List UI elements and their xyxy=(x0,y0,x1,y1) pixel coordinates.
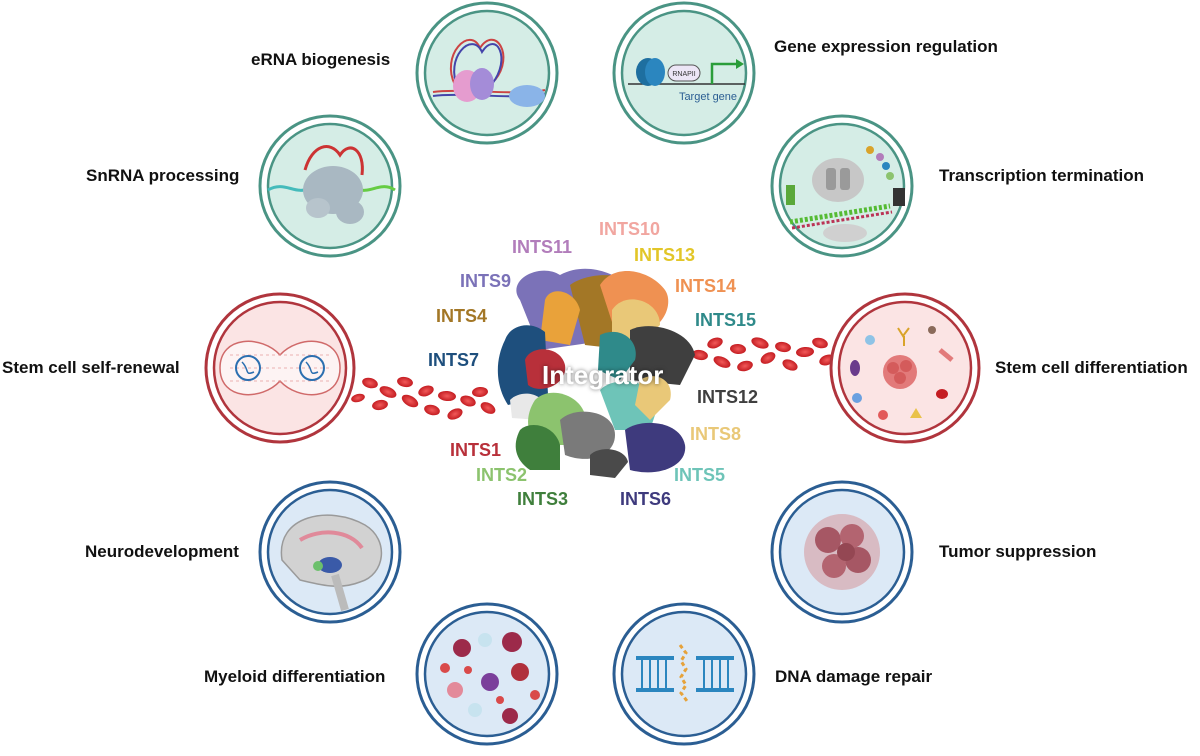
label-ints4: INTS4 xyxy=(436,306,488,326)
label-myeloid-differentiation: Myeloid differentiation xyxy=(204,667,386,686)
label-dna-damage-repair: DNA damage repair xyxy=(775,667,933,686)
blood-cells-left xyxy=(351,376,496,420)
label-ints10: INTS10 xyxy=(599,219,661,239)
circle-stem-cell-differentiation xyxy=(829,292,981,444)
label-ints12: INTS12 xyxy=(697,387,759,407)
circle-snrna-processing xyxy=(258,114,402,258)
label-stem-cell-differentiation: Stem cell differentiation xyxy=(995,358,1188,377)
label-ints9: INTS9 xyxy=(460,271,512,291)
label-ints11: INTS11 xyxy=(512,237,573,257)
circle-neurodevelopment xyxy=(258,480,402,624)
label-ints3: INTS3 xyxy=(517,489,569,509)
circle-myeloid-differentiation xyxy=(415,602,559,746)
label-ints1: INTS1 xyxy=(450,440,502,460)
circle-gene-expression: RNAPII Target gene xyxy=(612,1,756,145)
blood-cells-right xyxy=(692,337,835,372)
label-snrna-processing: SnRNA processing xyxy=(86,166,240,185)
integrator-label: Integrator xyxy=(542,360,664,390)
circle-stem-cell-self-renewal xyxy=(204,292,356,444)
label-gene-expression-regulation: Gene expression regulation xyxy=(774,37,998,56)
label-ints14: INTS14 xyxy=(675,276,737,296)
circle-transcription-termination xyxy=(770,114,914,258)
label-tumor-suppression: Tumor suppression xyxy=(939,542,1097,561)
label-ints2: INTS2 xyxy=(476,465,528,485)
label-transcription-termination: Transcription termination xyxy=(939,166,1144,185)
rnapii-label: RNAPII xyxy=(672,71,695,78)
label-ints15: INTS15 xyxy=(695,310,757,330)
label-erna-biogenesis: eRNA biogenesis xyxy=(251,50,391,69)
circle-dna-damage-repair xyxy=(612,602,756,746)
label-ints8: INTS8 xyxy=(690,424,742,444)
label-ints5: INTS5 xyxy=(674,465,726,485)
integrator-complex xyxy=(497,268,695,478)
circle-tumor-suppression xyxy=(770,480,914,624)
label-ints7: INTS7 xyxy=(428,350,480,370)
target-gene-label: Target gene xyxy=(679,91,737,103)
label-ints13: INTS13 xyxy=(634,245,696,265)
label-neurodevelopment: Neurodevelopment xyxy=(85,542,239,561)
label-ints6: INTS6 xyxy=(620,489,672,509)
circle-erna-biogenesis xyxy=(415,1,559,145)
label-stem-cell-self-renewal: Stem cell self-renewal xyxy=(2,358,180,377)
